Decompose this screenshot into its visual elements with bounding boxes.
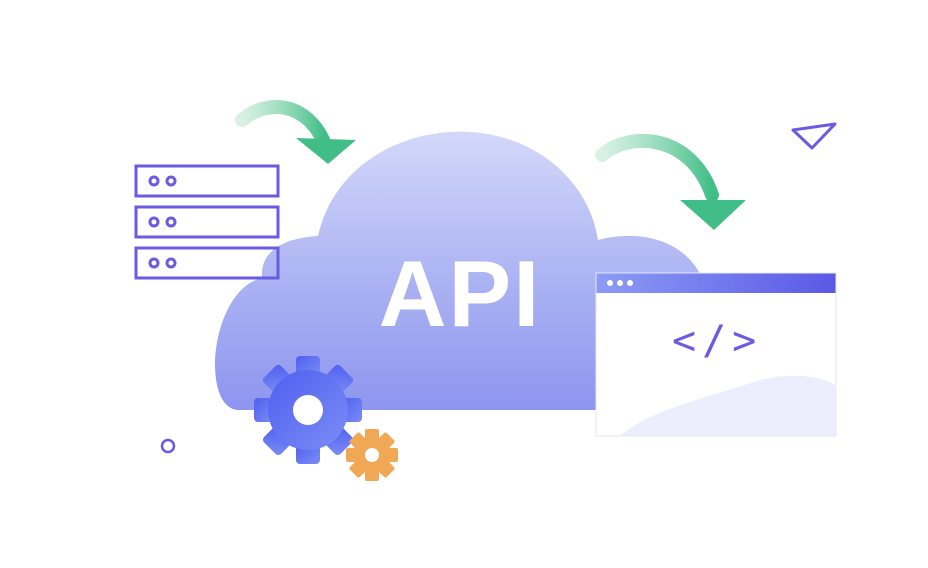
code-brackets-icon: </> (672, 318, 763, 364)
api-title: API (378, 241, 542, 346)
cloud-icon (215, 131, 708, 410)
browser-window-icon (595, 272, 837, 437)
gear-icon (346, 429, 398, 481)
triangle-outline-icon (791, 122, 837, 150)
server-rack-icon (134, 164, 280, 280)
circle-outline-icon (160, 438, 176, 454)
gear-icon (254, 356, 362, 464)
curved-arrow-icon (595, 133, 746, 230)
curved-arrow-icon (235, 100, 356, 164)
